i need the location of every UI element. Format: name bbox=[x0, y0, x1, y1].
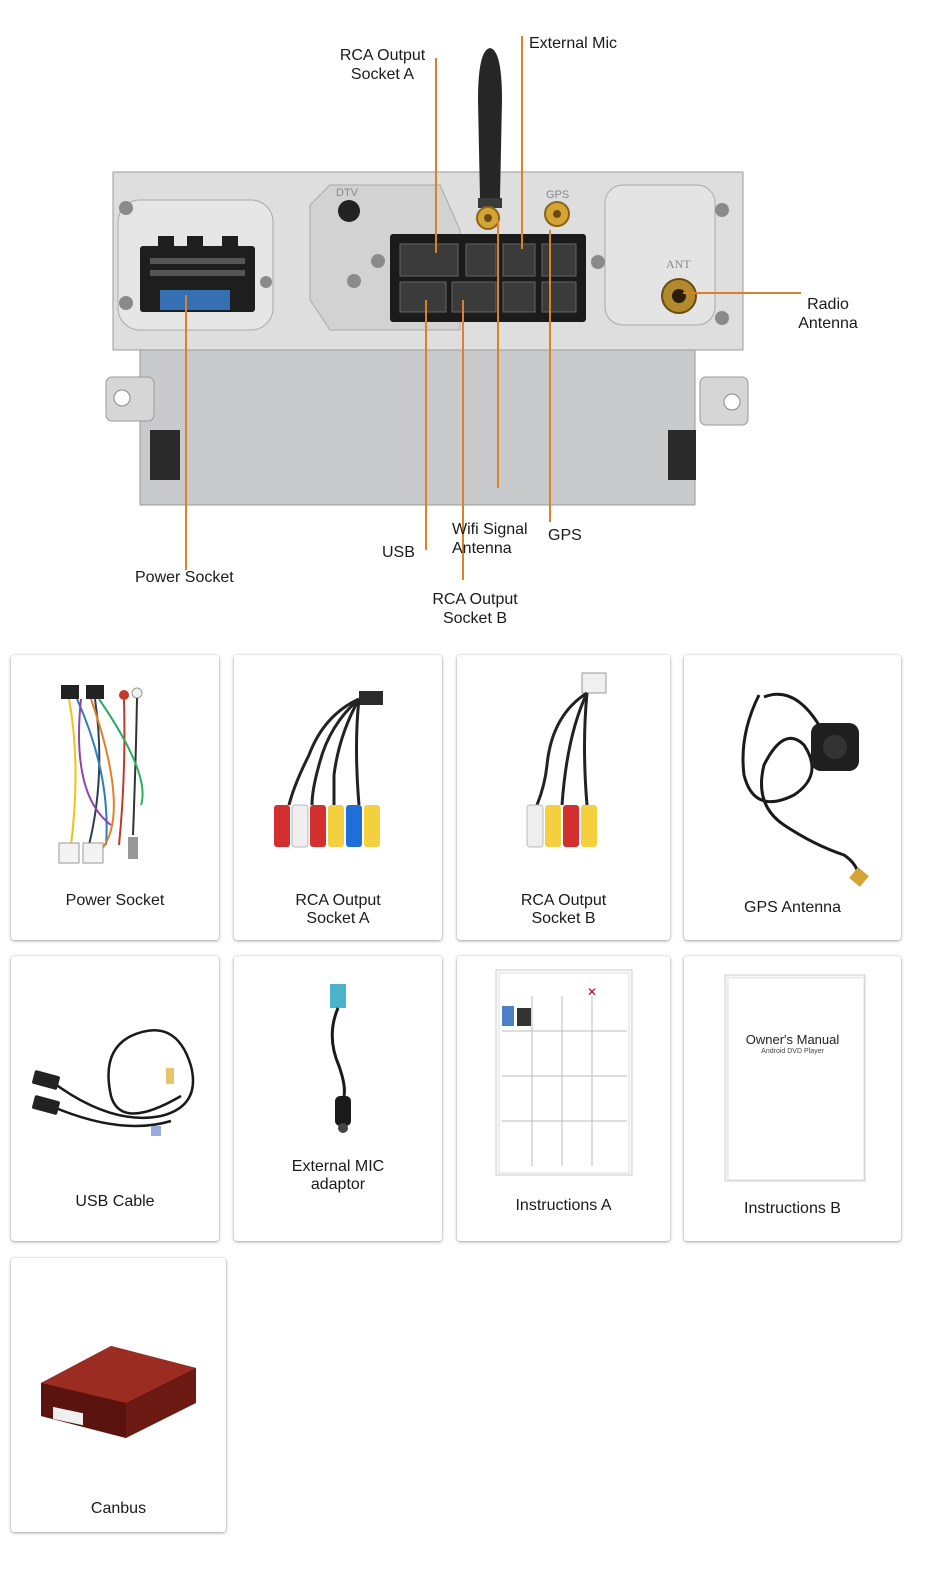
accessory-name: External MIC adaptor bbox=[291, 1158, 385, 1193]
accessory-card-canbus: Canbus bbox=[11, 1258, 226, 1532]
accessory-name: Instructions A bbox=[515, 1197, 612, 1214]
callout-line-radio-antenna bbox=[683, 292, 801, 294]
accessory-card-gps-antenna: GPS Antenna bbox=[684, 655, 901, 940]
gps-marking: GPS bbox=[546, 189, 569, 201]
callout-power-socket: Power Socket bbox=[135, 569, 234, 586]
callout-radio-antenna: Radio Antenna bbox=[798, 296, 858, 332]
callout-line-wifi bbox=[497, 220, 499, 488]
accessory-name: Power Socket bbox=[65, 892, 165, 909]
callout-line-rca-a bbox=[435, 58, 437, 253]
rca-cable-icon bbox=[274, 691, 383, 848]
head-unit-rear-illustration: DTV GPS ANT bbox=[105, 48, 749, 506]
callout-usb: USB bbox=[382, 544, 415, 561]
callout-line-gps bbox=[549, 230, 551, 522]
wire-harness-icon bbox=[58, 685, 144, 864]
accessory-name: Instructions B bbox=[744, 1200, 841, 1217]
callout-external-mic: External Mic bbox=[529, 35, 618, 52]
accessory-name: RCA Output Socket B bbox=[520, 892, 607, 927]
callout-gps: GPS bbox=[548, 527, 582, 544]
accessory-name: USB Cable bbox=[75, 1193, 155, 1210]
mic-adaptor-icon bbox=[330, 984, 351, 1133]
accessory-card-rca-output-socket-b: RCA Output Socket B bbox=[457, 655, 670, 940]
callout-rca-output-socket-a: RCA Output Socket A bbox=[339, 47, 426, 83]
callout-line-usb bbox=[425, 300, 427, 550]
gps-antenna-icon bbox=[741, 692, 869, 887]
callout-wifi-signal-antenna: Wifi Signal Antenna bbox=[452, 521, 528, 557]
dtv-marking: DTV bbox=[336, 187, 359, 199]
manual-subtitle: Android DVD Player bbox=[761, 1048, 824, 1055]
accessory-name: Canbus bbox=[90, 1500, 147, 1517]
accessory-card-instructions-a: ✕ Instructions A bbox=[457, 956, 670, 1241]
manual-title: Owner's Manual bbox=[745, 1032, 840, 1047]
canbus-box-icon bbox=[41, 1346, 196, 1438]
svg-text:✕: ✕ bbox=[587, 985, 597, 999]
accessory-card-external-mic-adaptor: External MIC adaptor bbox=[234, 956, 442, 1241]
instruction-sheet-icon: ✕ bbox=[495, 969, 633, 1176]
callout-line-rca-b bbox=[462, 300, 464, 580]
usb-cable-icon bbox=[32, 1029, 195, 1136]
ant-marking: ANT bbox=[666, 257, 691, 271]
callout-rca-output-socket-b: RCA Output Socket B bbox=[432, 591, 518, 627]
accessory-card-instructions-b: Owner's Manual Android DVD Player Instru… bbox=[684, 956, 901, 1241]
accessory-card-power-socket: Power Socket bbox=[11, 655, 219, 940]
rca-cable-icon bbox=[526, 672, 607, 848]
accessory-name: RCA Output Socket A bbox=[295, 892, 381, 927]
callout-line-power bbox=[185, 295, 187, 570]
callout-line-external-mic bbox=[521, 36, 523, 249]
accessory-name: GPS Antenna bbox=[744, 899, 841, 916]
accessory-card-usb-cable: USB Cable bbox=[11, 956, 219, 1241]
manual-booklet-icon bbox=[724, 974, 866, 1182]
accessory-card-rca-output-socket-a: RCA Output Socket A bbox=[234, 655, 442, 940]
